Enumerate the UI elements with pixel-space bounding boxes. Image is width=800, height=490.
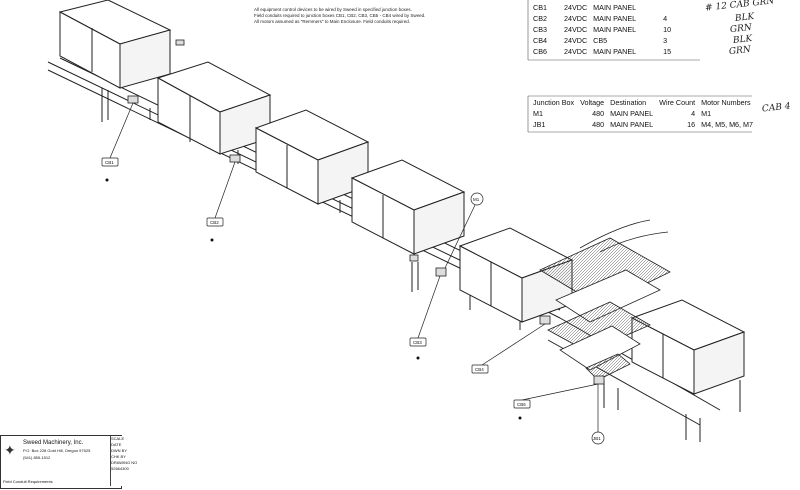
drawing-number: 52664300: [111, 466, 129, 471]
company-logo-icon: ✦: [4, 442, 16, 458]
junction-box-table: Junction Box Voltage Destination Wire Co…: [530, 97, 756, 130]
drawing-title: Field Conduit Requirements: [3, 479, 53, 484]
callout-cb4: CB4: [471, 364, 489, 374]
field-scale: SCALE: [111, 436, 125, 441]
svg-text:CB6: CB6: [517, 402, 526, 407]
enclosure-2: [156, 61, 272, 155]
enclosure-4: [350, 159, 466, 255]
field-chk: CHK BY: [111, 454, 126, 459]
callout-cb6: CB6: [513, 399, 531, 420]
note-3: All motors assumed as "Remmers" to Main …: [254, 19, 411, 24]
svg-text:M1: M1: [473, 197, 480, 202]
table-row: JB1 480 MAIN PANEL 16 M4, M5, M6, M7: [533, 120, 754, 129]
title-block: ✦ Sweed Machinery, Inc. P.O. Box 228 Gol…: [0, 435, 122, 489]
enclosure-6: [630, 299, 746, 395]
company-name: Sweed Machinery, Inc.: [23, 440, 84, 446]
title-block-fields: SCALE DATE DWN BY CHK BY DRAWING NO 5266…: [110, 436, 157, 486]
callout-cb1: CB1: [101, 157, 119, 182]
note-2: Field conduits required to junction boxe…: [254, 13, 426, 18]
svg-text:CB1: CB1: [105, 160, 114, 165]
handwritten-cb2: BLK: [734, 12, 755, 24]
note-1: All equipment control devices to be wire…: [254, 7, 412, 12]
callout-m1: M1: [470, 192, 484, 206]
svg-text:CB2: CB2: [210, 220, 219, 225]
table-header: Junction Box Voltage Destination Wire Co…: [533, 98, 751, 107]
field-dwn: DWN BY: [111, 448, 127, 453]
svg-text:CB4: CB4: [475, 367, 484, 372]
table-frames: [527, 0, 752, 133]
callout-cb2: CB2: [206, 217, 224, 242]
svg-text:CB3: CB3: [413, 340, 422, 345]
table-row: M1 480 MAIN PANEL 4 M1: [533, 109, 712, 118]
processing-machinery: [539, 219, 671, 381]
callout-cb3: CB3: [409, 337, 427, 360]
company-phone: (541) 855-1512: [23, 455, 51, 460]
company-address: P.O. Box 228 Gold Hill, Oregon 97525: [23, 448, 91, 453]
callout-jb1: JB1: [591, 431, 605, 445]
field-dwg: DRAWING NO: [111, 460, 138, 465]
general-notes: All equipment control devices to be wire…: [254, 7, 425, 25]
field-date: DATE: [111, 442, 122, 447]
svg-text:JB1: JB1: [593, 436, 601, 441]
enclosure-3: [254, 109, 370, 205]
callout-leaders: [109, 102, 599, 432]
enclosure-1: [58, 0, 172, 89]
